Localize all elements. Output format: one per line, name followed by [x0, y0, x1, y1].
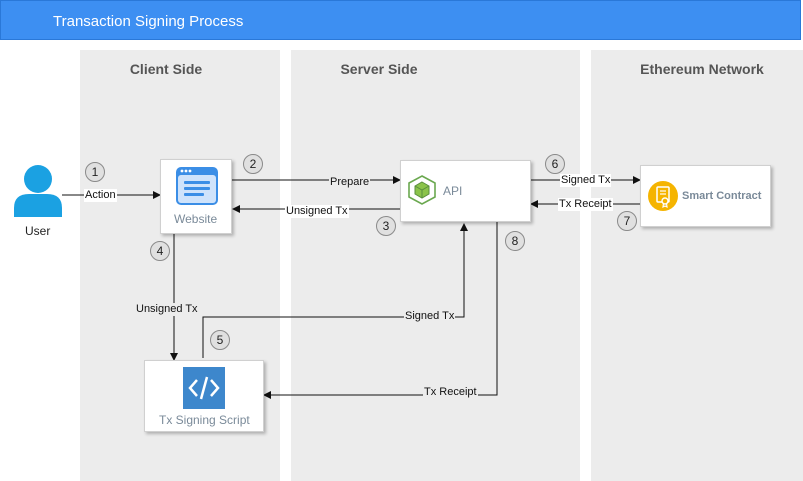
contract-certificate-icon — [648, 181, 678, 211]
edge-label-tx-receipt-script: Tx Receipt — [423, 386, 478, 399]
website-node[interactable]: Website — [160, 159, 232, 234]
user-icon — [14, 165, 62, 217]
signing-script-node[interactable]: Tx Signing Script — [144, 360, 264, 432]
website-label: Website — [174, 212, 218, 226]
diagram-title: Transaction Signing Process — [53, 13, 244, 30]
step-badge-5: 5 — [210, 330, 230, 350]
edge-label-prepare: Prepare — [329, 176, 371, 189]
smart-contract-label: Smart Contract — [682, 190, 762, 202]
cube-icon — [408, 175, 436, 205]
edge-label-action: Action — [84, 189, 117, 202]
edge-tx-receipt-to-script — [263, 221, 498, 399]
step-badge-4: 4 — [150, 241, 170, 261]
lane-ethereum — [591, 50, 803, 481]
step-badge-8: 8 — [505, 231, 525, 251]
step-badge-7: 7 — [617, 211, 637, 231]
edge-label-signed-tx-api: Signed Tx — [404, 310, 456, 323]
code-icon — [183, 367, 225, 409]
title-bar: Transaction Signing Process — [0, 0, 801, 40]
edge-label-unsigned-tx-script: Unsigned Tx — [135, 303, 199, 316]
api-label: API — [443, 184, 463, 198]
lane-title-ethereum: Ethereum Network — [640, 61, 764, 77]
edge-label-unsigned-tx-website: Unsigned Tx — [285, 205, 349, 218]
lane-server — [291, 50, 580, 481]
smart-contract-node[interactable]: Smart Contract — [640, 165, 771, 227]
edge-signed-tx-to-api — [202, 223, 468, 358]
edge-label-tx-receipt-contract: Tx Receipt — [558, 198, 613, 211]
step-badge-3: 3 — [376, 216, 396, 236]
browser-window-icon — [176, 167, 218, 205]
lane-title-server: Server Side — [340, 61, 418, 77]
edge-label-signed-tx-contract: Signed Tx — [560, 174, 612, 187]
step-badge-2: 2 — [243, 154, 263, 174]
step-badge-6: 6 — [545, 154, 565, 174]
user-label: User — [25, 224, 51, 238]
step-badge-1: 1 — [85, 162, 105, 182]
signing-script-label: Tx Signing Script — [159, 413, 250, 427]
api-node[interactable]: API — [400, 160, 531, 222]
lane-title-client: Client Side — [129, 61, 203, 77]
